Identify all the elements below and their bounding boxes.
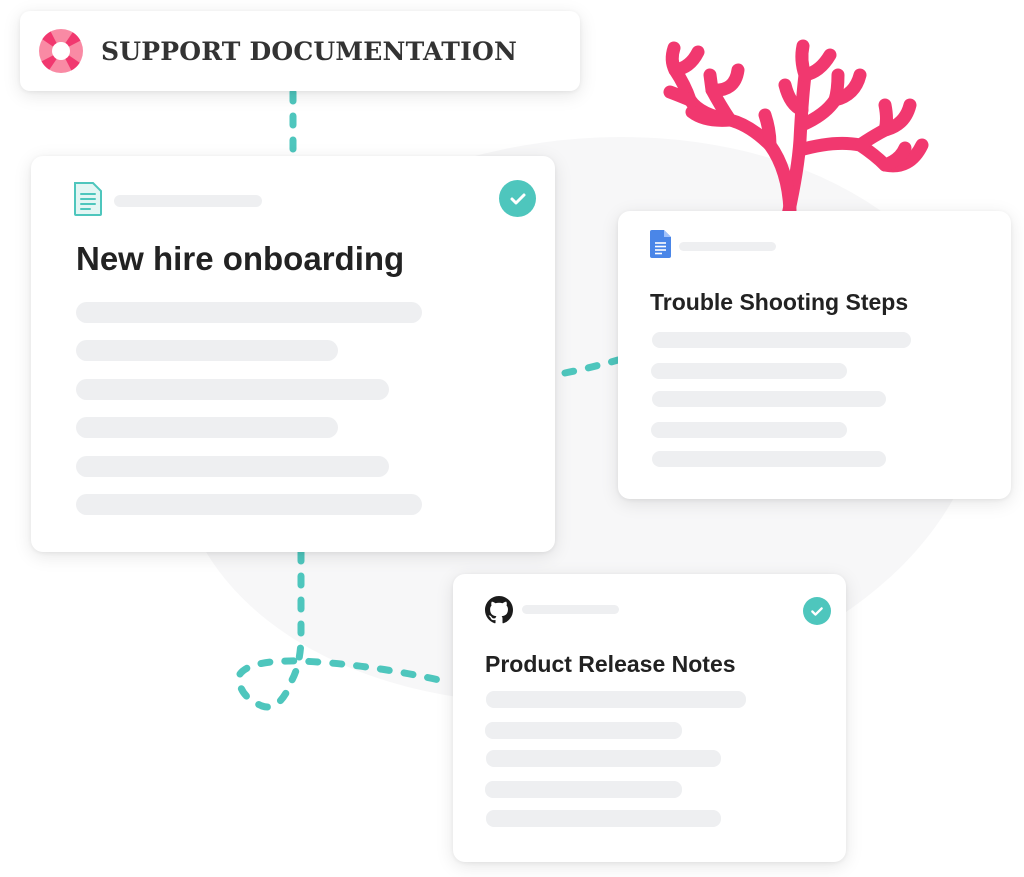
doc-card-onboarding[interactable]: New hire onboarding (31, 156, 555, 552)
skeleton-line (486, 750, 721, 767)
skeleton-line (486, 810, 721, 827)
source-label-skeleton (522, 605, 619, 614)
skeleton-line (76, 456, 389, 477)
skeleton-line (651, 422, 847, 438)
card-title: New hire onboarding (76, 240, 405, 277)
lifebuoy-icon (39, 28, 83, 73)
source-label-skeleton (114, 195, 262, 207)
source-label-skeleton (679, 242, 776, 251)
doc-card-troubleshooting[interactable]: Trouble Shooting Steps (618, 211, 1011, 499)
google-docs-icon (650, 230, 671, 258)
coral-icon (663, 39, 929, 215)
skeleton-line (652, 332, 911, 348)
header-title: SUPPORT DOCUMENTATION (101, 36, 518, 66)
check-circle-icon (803, 597, 831, 625)
skeleton-line (76, 302, 422, 323)
skeleton-line (651, 363, 847, 379)
skeleton-line (485, 722, 682, 739)
header-card[interactable]: SUPPORT DOCUMENTATION (20, 11, 580, 91)
document-icon (74, 182, 102, 216)
doc-card-release-notes[interactable]: Product Release Notes (453, 574, 846, 862)
skeleton-line (76, 417, 338, 438)
skeleton-line (485, 781, 682, 798)
skeleton-line (76, 340, 338, 361)
skeleton-line (486, 691, 746, 708)
check-circle-icon (499, 180, 536, 217)
skeleton-line (76, 494, 422, 515)
card-title: Trouble Shooting Steps (650, 289, 909, 315)
skeleton-line (76, 379, 389, 400)
github-icon (485, 596, 513, 624)
skeleton-line (652, 451, 886, 467)
card-title: Product Release Notes (485, 651, 736, 677)
skeleton-line (652, 391, 886, 407)
